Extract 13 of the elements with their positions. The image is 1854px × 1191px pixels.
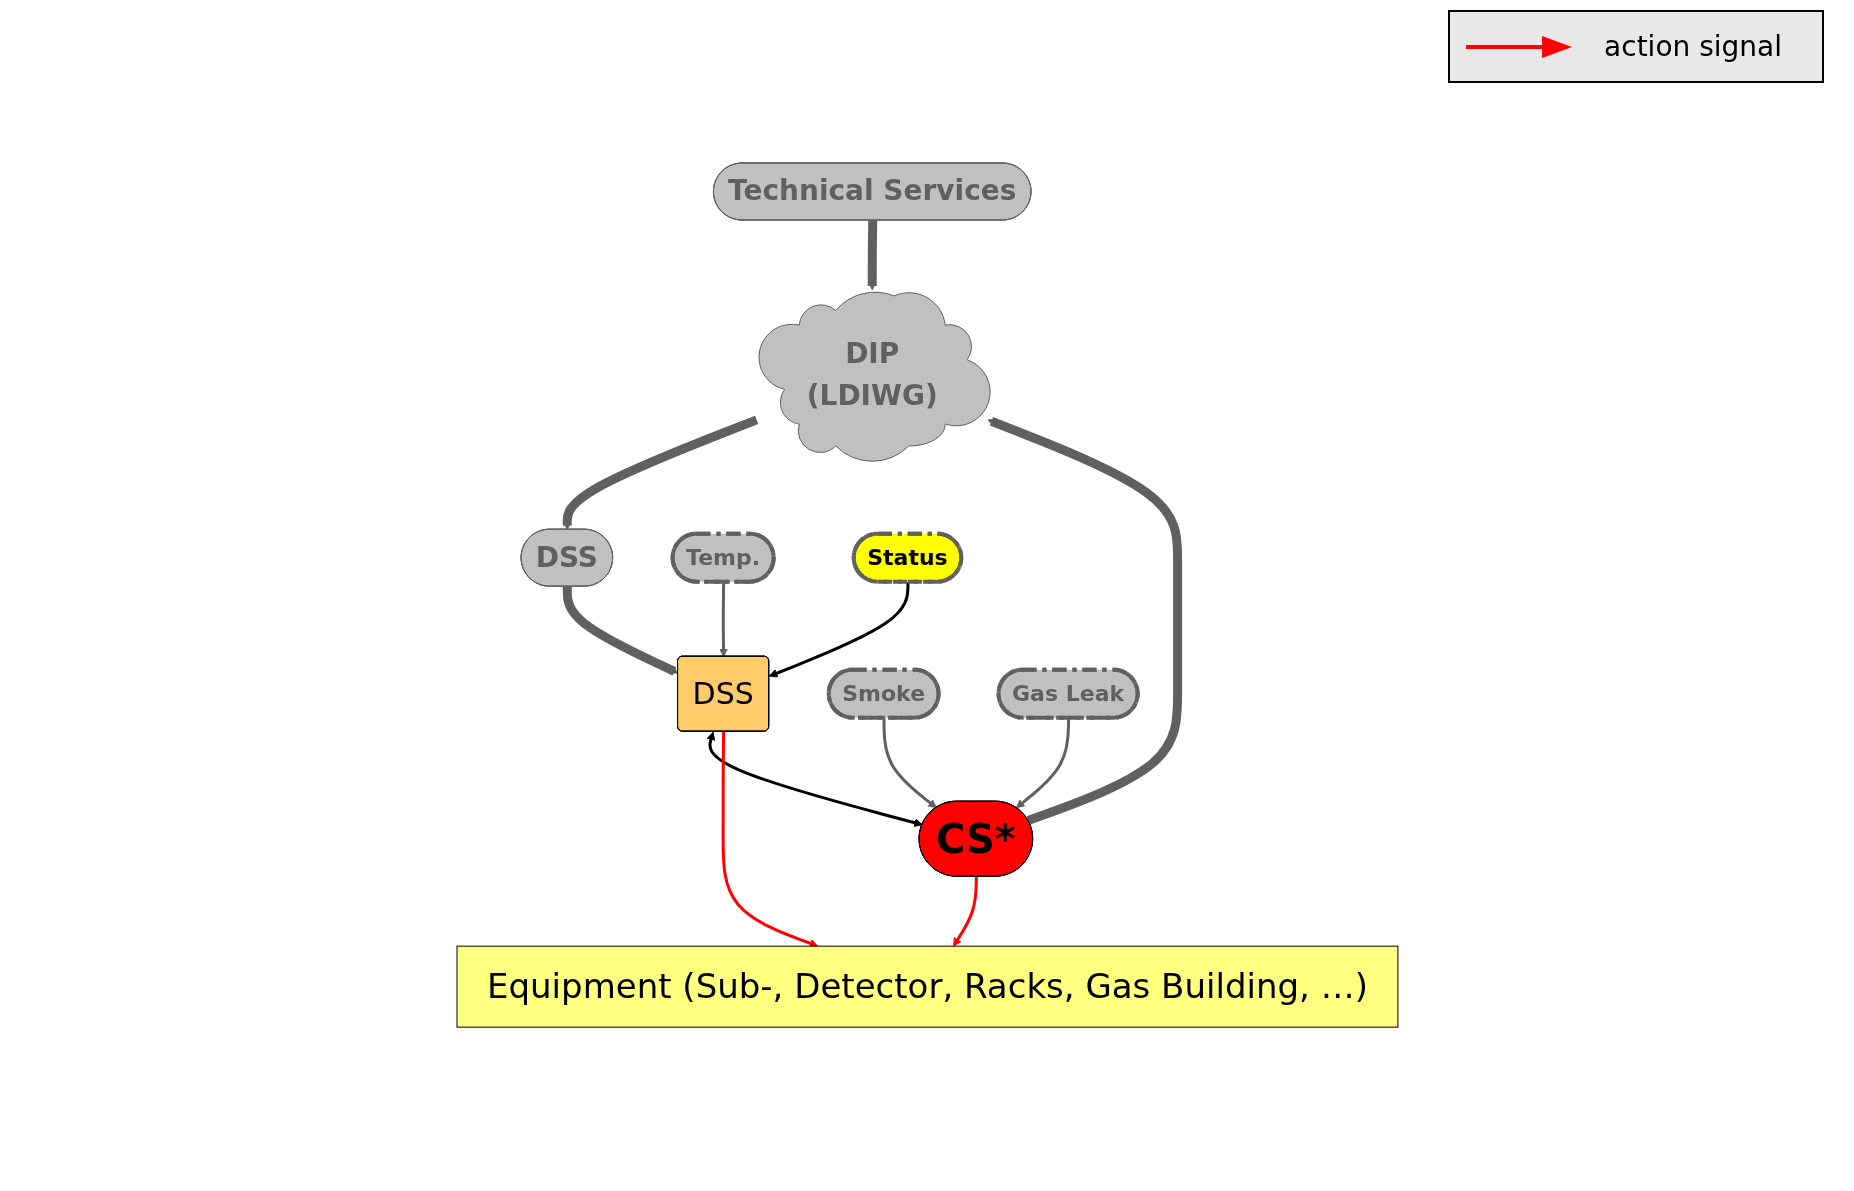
arrow: [882, 718, 937, 809]
arrow: [986, 417, 1182, 826]
node-box: Equipment (Sub-, Detector, Racks, Gas Building, …): [456, 946, 1398, 1029]
arrow: [721, 732, 818, 948]
arrow: [1015, 718, 1070, 809]
arrow: [706, 732, 923, 828]
arrow: [562, 587, 678, 676]
arrow: [867, 220, 877, 291]
legend-label: action signal: [1604, 30, 1782, 63]
arrow: [562, 416, 758, 531]
arrow: [718, 582, 728, 658]
arrow: [952, 877, 978, 947]
arrow: [768, 582, 909, 678]
